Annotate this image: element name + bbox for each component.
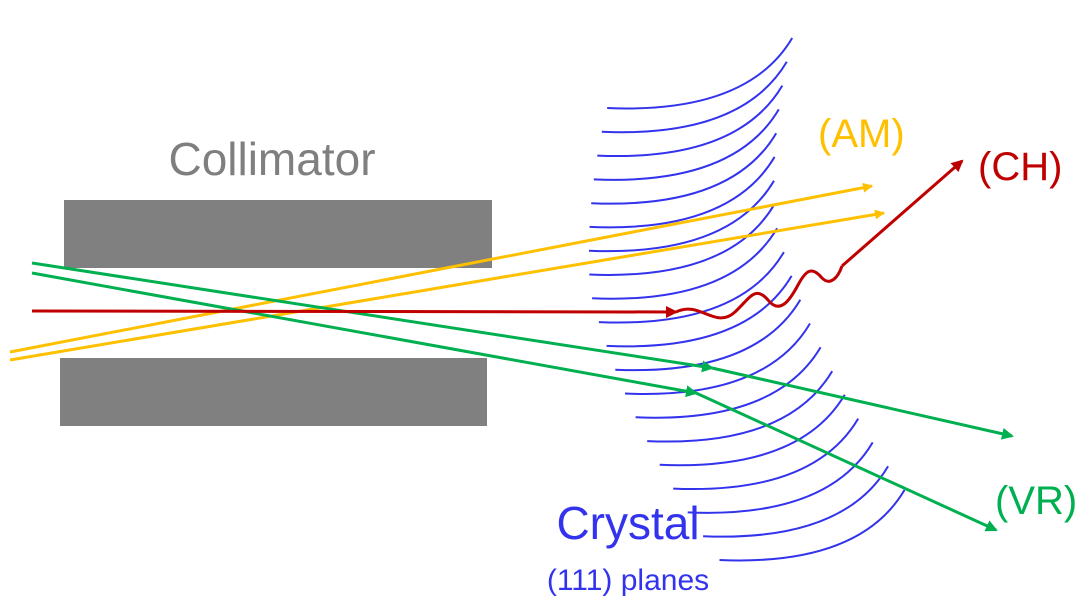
crystal-planes-label: (111) planes: [547, 564, 709, 597]
vr-trajectory-lower-reflected: [695, 391, 998, 532]
crystal-plane: [659, 394, 846, 467]
vr-trajectory-upper: [31, 261, 714, 373]
crystal-plane: [607, 37, 794, 110]
collimator-lower-jaw: [60, 358, 487, 426]
amorphous-label: (AM): [818, 112, 905, 156]
collimator-upper-jaw: [64, 200, 492, 268]
crystal-plane: [591, 132, 778, 205]
crystal-plane: [635, 346, 822, 419]
crystal-plane: [647, 370, 834, 443]
crystal-plane: [592, 227, 778, 300]
crystal-plane: [589, 203, 776, 276]
amorphous-trajectory-lower: [9, 209, 885, 362]
crystal-plane: [606, 275, 793, 348]
crystal-planes: [588, 37, 906, 562]
crystal-plane: [624, 322, 811, 395]
crystal-label: Crystal: [556, 497, 699, 549]
amorphous-trajectory-upper: [9, 182, 873, 354]
channeling-label: (CH): [978, 145, 1062, 189]
crystal-plane: [598, 251, 785, 324]
crystal-plane: [703, 465, 889, 538]
collimator-label: Collimator: [168, 133, 375, 185]
channeling-trajectory-outgoing: [841, 159, 964, 268]
channeling-trajectory-incoming: [31, 305, 678, 318]
crystal-plane: [615, 299, 802, 372]
crystal-plane: [601, 61, 788, 134]
crystal-plane: [597, 85, 784, 158]
crystal-plane: [593, 108, 780, 181]
crystal-plane: [589, 156, 776, 229]
crystal-plane: [687, 441, 874, 514]
vr-trajectory-lower: [31, 271, 698, 398]
volume-reflection-label: (VR): [995, 479, 1077, 523]
channeling-trajectory-oscillation: [675, 265, 844, 320]
vr-trajectory-upper-reflected: [711, 366, 1014, 440]
crystal-plane: [588, 180, 775, 253]
crystal-plane: [719, 489, 906, 562]
crystal-plane: [673, 418, 860, 491]
